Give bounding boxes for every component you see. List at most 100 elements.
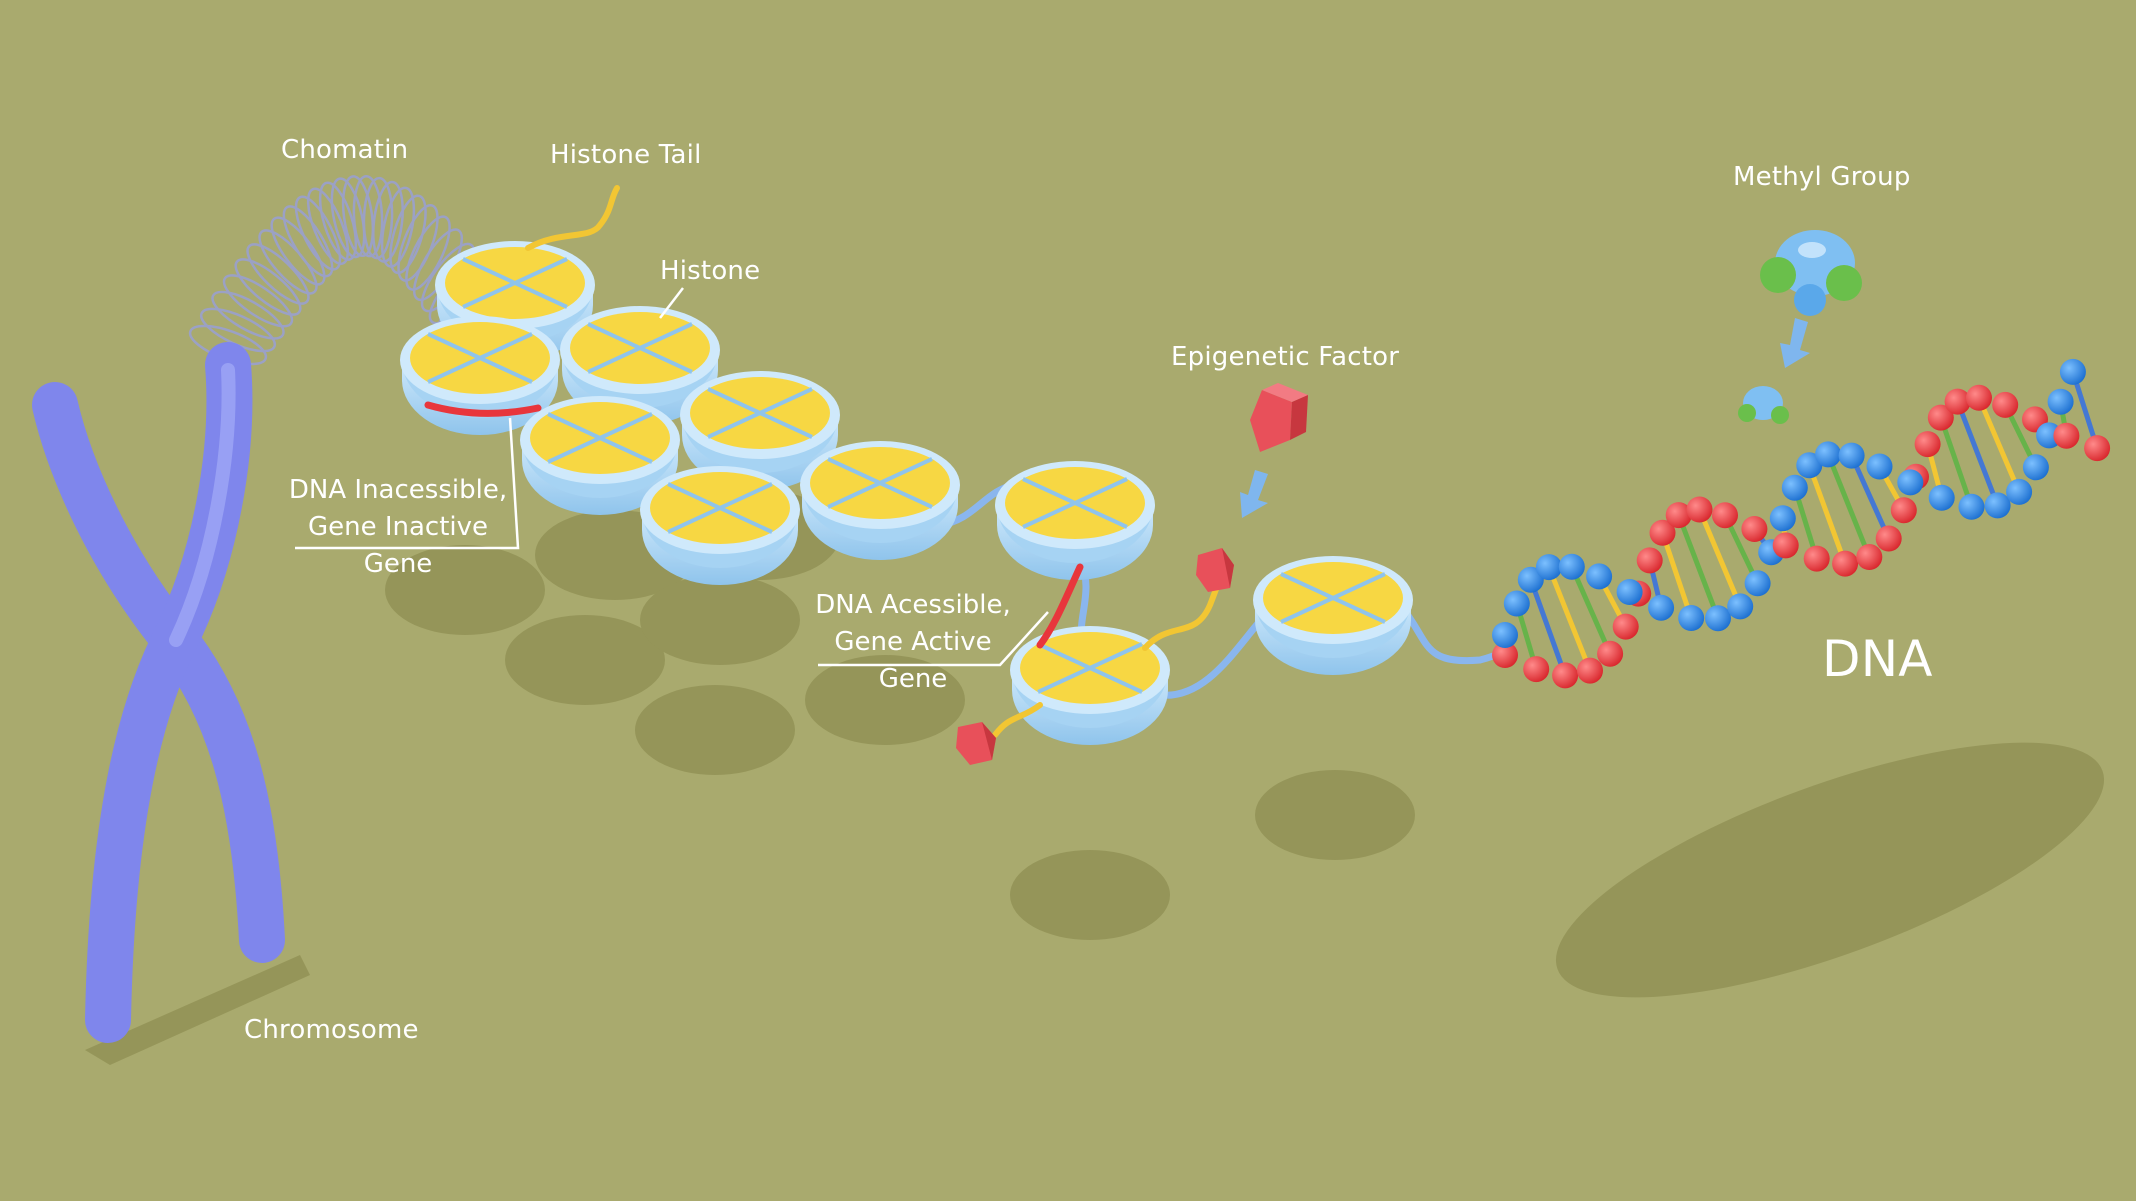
nucleosome bbox=[995, 461, 1155, 580]
backbone-bead-blue bbox=[1928, 484, 1955, 511]
histone-leader-line bbox=[659, 287, 684, 319]
epigenetic-arrow-icon bbox=[1240, 470, 1268, 518]
base-pair bbox=[1938, 416, 1974, 508]
backbone-bead-red bbox=[1577, 657, 1603, 684]
backbone-bead-red bbox=[1523, 656, 1550, 683]
inactive-gene-marker bbox=[424, 401, 542, 417]
nucleosome bbox=[520, 396, 680, 515]
histone-tail bbox=[525, 185, 620, 251]
backbone-bead-blue bbox=[1492, 622, 1518, 648]
base-pair bbox=[1660, 532, 1694, 619]
backbone-bead-red bbox=[1856, 544, 1883, 570]
backbone-bead-red bbox=[1636, 547, 1663, 574]
histone-tail-label: Histone Tail bbox=[550, 140, 702, 170]
coil-ring bbox=[282, 205, 334, 278]
base-pair bbox=[1825, 453, 1872, 558]
backbone-bead-blue bbox=[1558, 553, 1585, 580]
nucleosome bbox=[640, 466, 800, 585]
backbone-bead-red bbox=[1890, 497, 1917, 524]
backbone-bead-red bbox=[1927, 404, 1954, 431]
backbone-bead-blue bbox=[1769, 505, 1796, 532]
backbone-bead-red bbox=[2084, 435, 2111, 462]
coil-ring bbox=[372, 180, 404, 263]
nucleosome bbox=[1253, 556, 1413, 675]
methyl-arrow-icon bbox=[1780, 318, 1810, 368]
backbone-bead-blue bbox=[2006, 478, 2033, 505]
histone-shadow bbox=[805, 655, 965, 745]
backbone-bead-red bbox=[1612, 613, 1639, 640]
inaccessible-leader-line bbox=[295, 417, 520, 550]
accessible-line-1: DNA Acessible, bbox=[815, 590, 1011, 620]
base-pair bbox=[1569, 565, 1613, 655]
backbone-bead-red bbox=[1649, 519, 1676, 546]
coil-ring bbox=[330, 177, 366, 259]
base-pair bbox=[1976, 396, 2022, 493]
backbone-bead-blue bbox=[1744, 570, 1771, 597]
linker-strand bbox=[1156, 606, 1274, 699]
backbone-bead-red bbox=[1552, 662, 1579, 689]
base-pair bbox=[1676, 514, 1721, 620]
backbone-bead-red bbox=[1914, 431, 1941, 458]
backbone-bead-blue bbox=[1616, 579, 1643, 605]
epigenetic-factor-cube bbox=[1250, 383, 1308, 452]
backbone-bead-red bbox=[1665, 502, 1692, 529]
dna-accessible-label: DNA Acessible, Gene Active Gene bbox=[806, 587, 1020, 698]
nucleosome bbox=[400, 316, 560, 435]
coil-ring bbox=[362, 176, 394, 260]
backbone-bead-red bbox=[1712, 502, 1738, 529]
inaccessible-line-1: DNA Inacessible, bbox=[288, 475, 508, 505]
coil-ring bbox=[341, 175, 375, 258]
backbone-bead-red bbox=[1492, 642, 1518, 668]
methyl-group-label: Methyl Group bbox=[1733, 162, 1911, 192]
nucleosome bbox=[800, 441, 960, 560]
dna-double-helix bbox=[1492, 358, 2111, 689]
coil-ring bbox=[318, 181, 358, 261]
base-pair bbox=[1955, 400, 2000, 507]
backbone-bead-blue bbox=[1796, 452, 1823, 479]
histone-shadow bbox=[1010, 850, 1170, 940]
coil-ring bbox=[352, 174, 384, 258]
base-pair bbox=[1528, 578, 1568, 677]
base-pair bbox=[2070, 371, 2100, 449]
inaccessible-line-3: Gene bbox=[363, 549, 433, 579]
backbone-bead-red bbox=[1686, 496, 1713, 523]
accessible-line-3: Gene bbox=[878, 664, 948, 694]
chromosome-shadow bbox=[85, 955, 310, 1065]
dna-label: DNA bbox=[1822, 630, 1933, 688]
backbone-bead-red bbox=[1992, 391, 2019, 418]
coil-ring bbox=[234, 258, 302, 316]
backbone-bead-blue bbox=[1727, 593, 1754, 620]
histone-shadow bbox=[640, 575, 800, 665]
backbone-bead-blue bbox=[2059, 358, 2086, 385]
coil-ring bbox=[246, 243, 310, 305]
backbone-bead-blue bbox=[1648, 594, 1675, 621]
epigenetic-factor-cube bbox=[956, 722, 996, 765]
backbone-bead-blue bbox=[1503, 590, 1530, 617]
base-pair bbox=[1546, 566, 1593, 672]
methyl-group-molecule bbox=[1760, 230, 1862, 316]
dna-shadow bbox=[1555, 742, 2105, 998]
coil-ring bbox=[405, 215, 451, 291]
histone-tail bbox=[992, 702, 1043, 738]
base-pair bbox=[1697, 508, 1743, 608]
histone-label: Histone bbox=[660, 256, 761, 286]
backbone-bead-blue bbox=[1815, 441, 1842, 468]
coil-ring bbox=[306, 187, 350, 266]
base-pair bbox=[1806, 464, 1848, 565]
backbone-bead-red bbox=[1597, 640, 1624, 667]
backbone-bead-red bbox=[1772, 532, 1799, 559]
epigenetic-factor-cube bbox=[1196, 548, 1234, 592]
backbone-bead-blue bbox=[2022, 454, 2049, 481]
backbone-bead-blue bbox=[2047, 388, 2074, 415]
histone-shadow bbox=[1255, 770, 1415, 860]
chromosome bbox=[32, 342, 285, 1043]
backbone-bead-blue bbox=[1838, 442, 1865, 469]
backbone-bead-blue bbox=[1586, 563, 1613, 590]
chromosome-label: Chromosome bbox=[244, 1015, 419, 1045]
chromatin-label: Chomatin bbox=[281, 135, 409, 165]
backbone-bead-blue bbox=[1866, 453, 1893, 480]
coil-ring bbox=[380, 186, 416, 268]
accessible-line-2: Gene Active bbox=[834, 627, 992, 657]
